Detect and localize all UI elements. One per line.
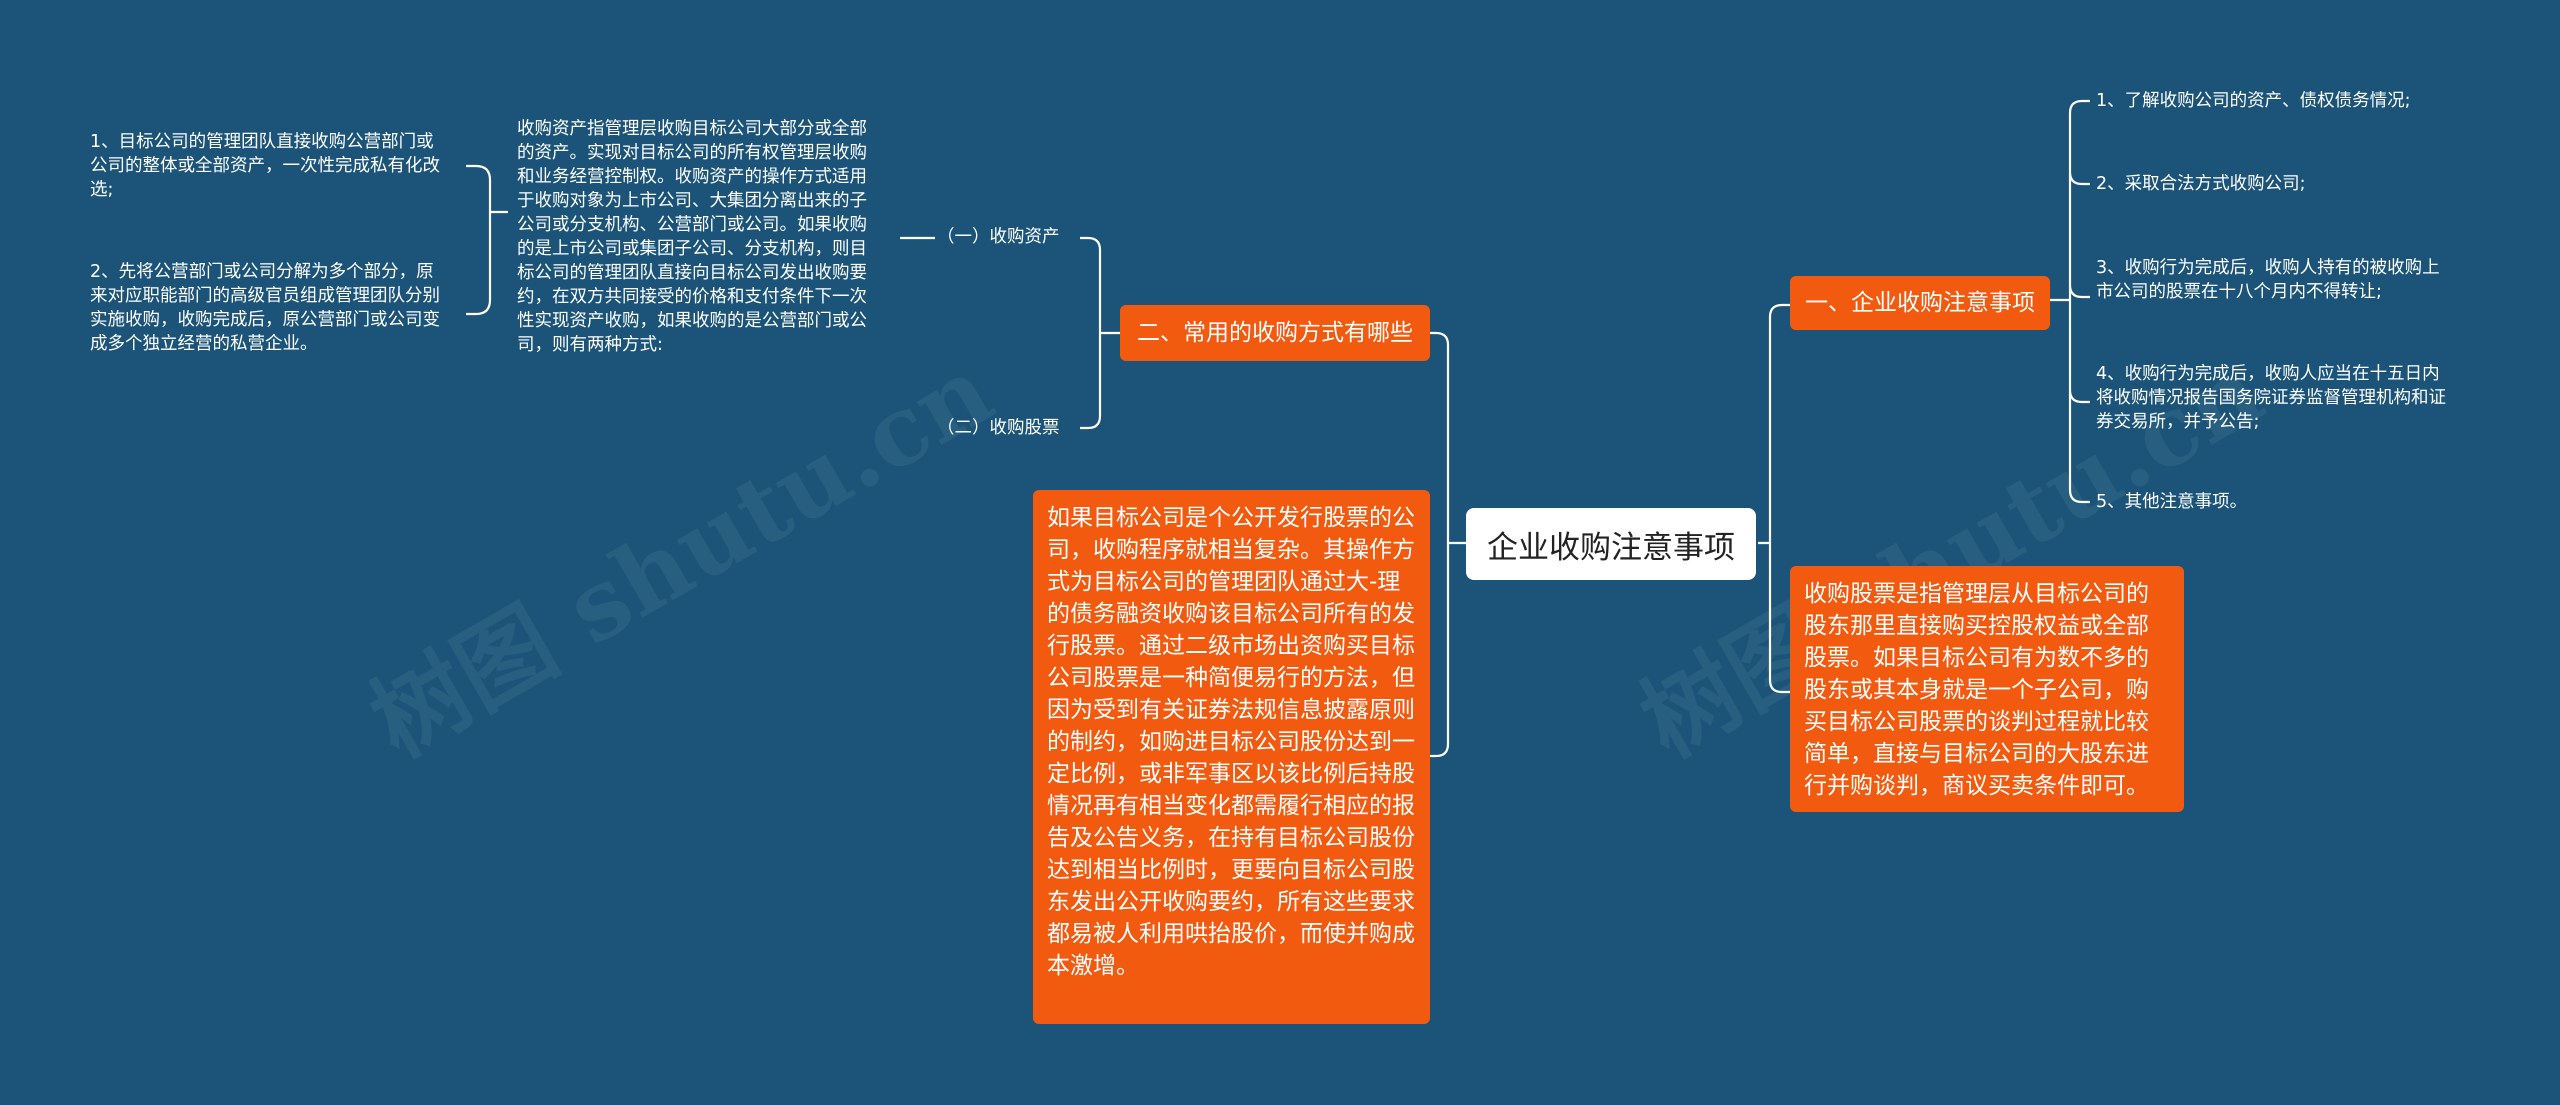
connector-branch1-items xyxy=(2050,99,2090,504)
public-company-note[interactable]: 如果目标公司是个公开发行股票的公司，收购程序就相当复杂。其操作方式为目标公司的管… xyxy=(1033,490,1430,1024)
branch-methods[interactable]: 二、常用的收购方式有哪些 xyxy=(1120,305,1430,361)
connector-root-right xyxy=(1758,303,1790,694)
note-item-4: 4、收购行为完成后，收购人应当在十五日内 将收购情况报告国务院证券监督管理机构和… xyxy=(2096,364,2446,432)
connector-desc-ways xyxy=(466,164,508,316)
note-item-1: 1、了解收购公司的资产、债权债务情况; xyxy=(2096,91,2411,111)
asset-way-2: 2、先将公营部门或公司分解为多个部分，原 来对应职能部门的高级官员组成管理团队分… xyxy=(90,262,440,354)
root-topic[interactable]: 企业收购注意事项 xyxy=(1466,508,1756,580)
connector-root-left xyxy=(1430,331,1468,758)
note-item-2: 2、采取合法方式收购公司; xyxy=(2096,174,2306,194)
note-item-3: 3、收购行为完成后，收购人持有的被收购上 市公司的股票在十八个月内不得转让; xyxy=(2096,258,2440,302)
method-stock-acquisition[interactable]: （二）收购股票 xyxy=(937,418,1060,438)
stock-acquisition-note[interactable]: 收购股票是指管理层从目标公司的股东那里直接购买控股权益或全部股票。如果目标公司有… xyxy=(1790,566,2184,812)
method-asset-acquisition[interactable]: （一）收购资产 xyxy=(937,227,1060,247)
note-item-5: 5、其他注意事项。 xyxy=(2096,492,2248,512)
branch-notes[interactable]: 一、企业收购注意事项 xyxy=(1790,276,2050,330)
asset-way-1: 1、目标公司的管理团队直接收购公营部门或 公司的整体或全部资产，一次性完成私有化… xyxy=(90,132,440,200)
connector-branch2-subs xyxy=(1080,236,1120,430)
asset-acquisition-desc: 收购资产指管理层收购目标公司大部分或全部 的资产。实现对目标公司的所有权管理层收… xyxy=(517,119,867,355)
